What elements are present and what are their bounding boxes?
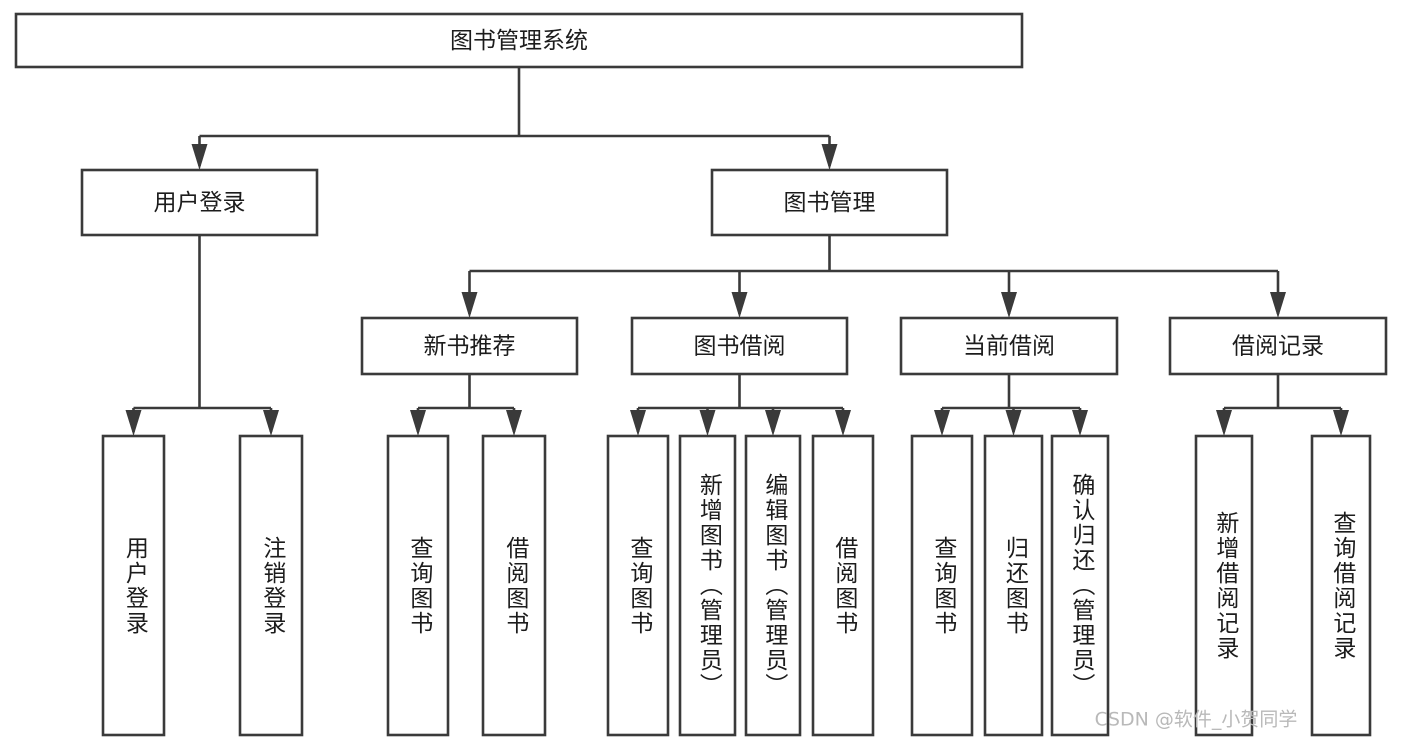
node-root[interactable]: [14, 12, 1024, 69]
node-user-login[interactable]: [80, 168, 319, 237]
node-borrow-record[interactable]: [1168, 316, 1388, 376]
node-leaf-add-book-label: 新增图书（管理员）: [695, 473, 722, 698]
arrow-head-icon-borrow-record-0: [1216, 410, 1232, 436]
node-leaf-query-record-label: 查询借阅记录: [1328, 510, 1355, 661]
node-leaf-borrow-book-1[interactable]: [481, 434, 547, 737]
node-leaf-query-book-1[interactable]: [386, 434, 450, 737]
node-leaf-query-record-label-wrap[interactable]: 查询借阅记录: [1312, 436, 1370, 735]
node-leaf-borrow-book-1-label-wrap[interactable]: 借阅图书: [483, 436, 545, 735]
arrow-head-icon-level3-1: [731, 292, 748, 318]
node-leaf-query-book-1-label: 查询图书: [405, 535, 432, 636]
node-borrow-record-label: 借阅记录: [1232, 334, 1324, 360]
arrow-head-icon-borrow-record-1: [1333, 410, 1349, 436]
arrow-head-icon-current-borrow-2: [1072, 410, 1088, 436]
node-leaf-edit-book[interactable]: [744, 434, 802, 737]
arrow-head-icon-level3-2: [1001, 292, 1017, 318]
node-user-login-label: 用户登录: [154, 190, 246, 216]
node-leaf-user-login-label-wrap[interactable]: 用户登录: [103, 436, 164, 735]
node-leaf-add-record[interactable]: [1194, 434, 1254, 737]
node-leaf-add-book[interactable]: [678, 434, 737, 737]
node-leaf-borrow-book-1-label: 借阅图书: [501, 535, 528, 636]
node-leaf-query-book-3-label-wrap[interactable]: 查询图书: [912, 436, 972, 735]
node-book-management-label: 图书管理: [784, 190, 876, 216]
arrow-head-icon-book-borrow-0: [630, 410, 646, 436]
arrow-head-icon-current-borrow-0: [934, 410, 950, 436]
node-book-borrow[interactable]: [630, 316, 849, 376]
node-leaf-confirm-return-label: 确认归还（管理员）: [1067, 473, 1094, 698]
node-current-borrow-label: 当前借阅: [963, 334, 1055, 360]
node-leaf-user-login-label: 用户登录: [121, 535, 148, 636]
node-leaf-return-book-label: 归还图书: [1001, 535, 1028, 636]
arrow-head-icon-current-borrow-1: [1005, 410, 1022, 436]
node-leaf-user-logout-label: 注销登录: [258, 535, 285, 636]
node-leaf-confirm-return[interactable]: [1050, 434, 1110, 737]
node-new-book-recommend-label: 新书推荐: [424, 334, 516, 360]
arrow-head-icon-new-book-recommend-0: [410, 410, 426, 436]
node-leaf-edit-book-label-wrap[interactable]: 编辑图书（管理员）: [746, 436, 800, 735]
node-leaf-return-book[interactable]: [983, 434, 1044, 737]
node-leaf-user-logout[interactable]: [238, 434, 304, 737]
arrow-head-icon-level3-0: [461, 292, 478, 318]
arrow-head-icon-new-book-recommend-1: [506, 410, 522, 436]
node-leaf-add-record-label: 新增借阅记录: [1211, 510, 1238, 661]
node-leaf-return-book-label-wrap[interactable]: 归还图书: [985, 436, 1042, 735]
node-leaf-user-logout-label-wrap[interactable]: 注销登录: [240, 436, 302, 735]
node-current-borrow[interactable]: [899, 316, 1119, 376]
node-leaf-query-record[interactable]: [1310, 434, 1372, 737]
node-root-label: 图书管理系统: [450, 28, 588, 54]
arrow-head-icon-book-borrow-1: [699, 410, 716, 436]
node-leaf-query-book-2-label-wrap[interactable]: 查询图书: [608, 436, 668, 735]
node-new-book-recommend[interactable]: [360, 316, 579, 376]
node-leaf-borrow-book-2-label: 借阅图书: [830, 535, 857, 636]
arrow-head-icon-level2-0: [191, 144, 208, 170]
node-leaf-query-book-2[interactable]: [606, 434, 670, 737]
node-leaf-borrow-book-2-label-wrap[interactable]: 借阅图书: [813, 436, 873, 735]
node-leaf-confirm-return-label-wrap[interactable]: 确认归还（管理员）: [1052, 436, 1108, 735]
connectors-layer: [125, 67, 1349, 436]
boxes-layer: [14, 12, 1388, 737]
arrow-head-icon-level3-3: [1270, 292, 1286, 318]
node-leaf-add-record-label-wrap[interactable]: 新增借阅记录: [1196, 436, 1252, 735]
node-leaf-edit-book-label: 编辑图书（管理员）: [760, 473, 787, 698]
arrow-head-icon-user-login-1: [263, 410, 279, 436]
node-leaf-query-book-1-label-wrap[interactable]: 查询图书: [388, 436, 448, 735]
arrow-head-icon-book-borrow-2: [765, 410, 781, 436]
node-leaf-query-book-3[interactable]: [910, 434, 974, 737]
node-book-management[interactable]: [710, 168, 949, 237]
node-leaf-user-login[interactable]: [101, 434, 166, 737]
arrow-head-icon-user-login-0: [125, 410, 142, 436]
node-leaf-add-book-label-wrap[interactable]: 新增图书（管理员）: [680, 436, 735, 735]
node-leaf-query-book-2-label: 查询图书: [625, 535, 652, 636]
node-book-borrow-label: 图书借阅: [694, 334, 786, 360]
arrow-head-icon-level2-1: [821, 144, 838, 170]
node-leaf-query-book-3-label: 查询图书: [929, 535, 956, 636]
node-leaf-borrow-book-2[interactable]: [811, 434, 875, 737]
arrow-head-icon-book-borrow-3: [835, 410, 851, 436]
